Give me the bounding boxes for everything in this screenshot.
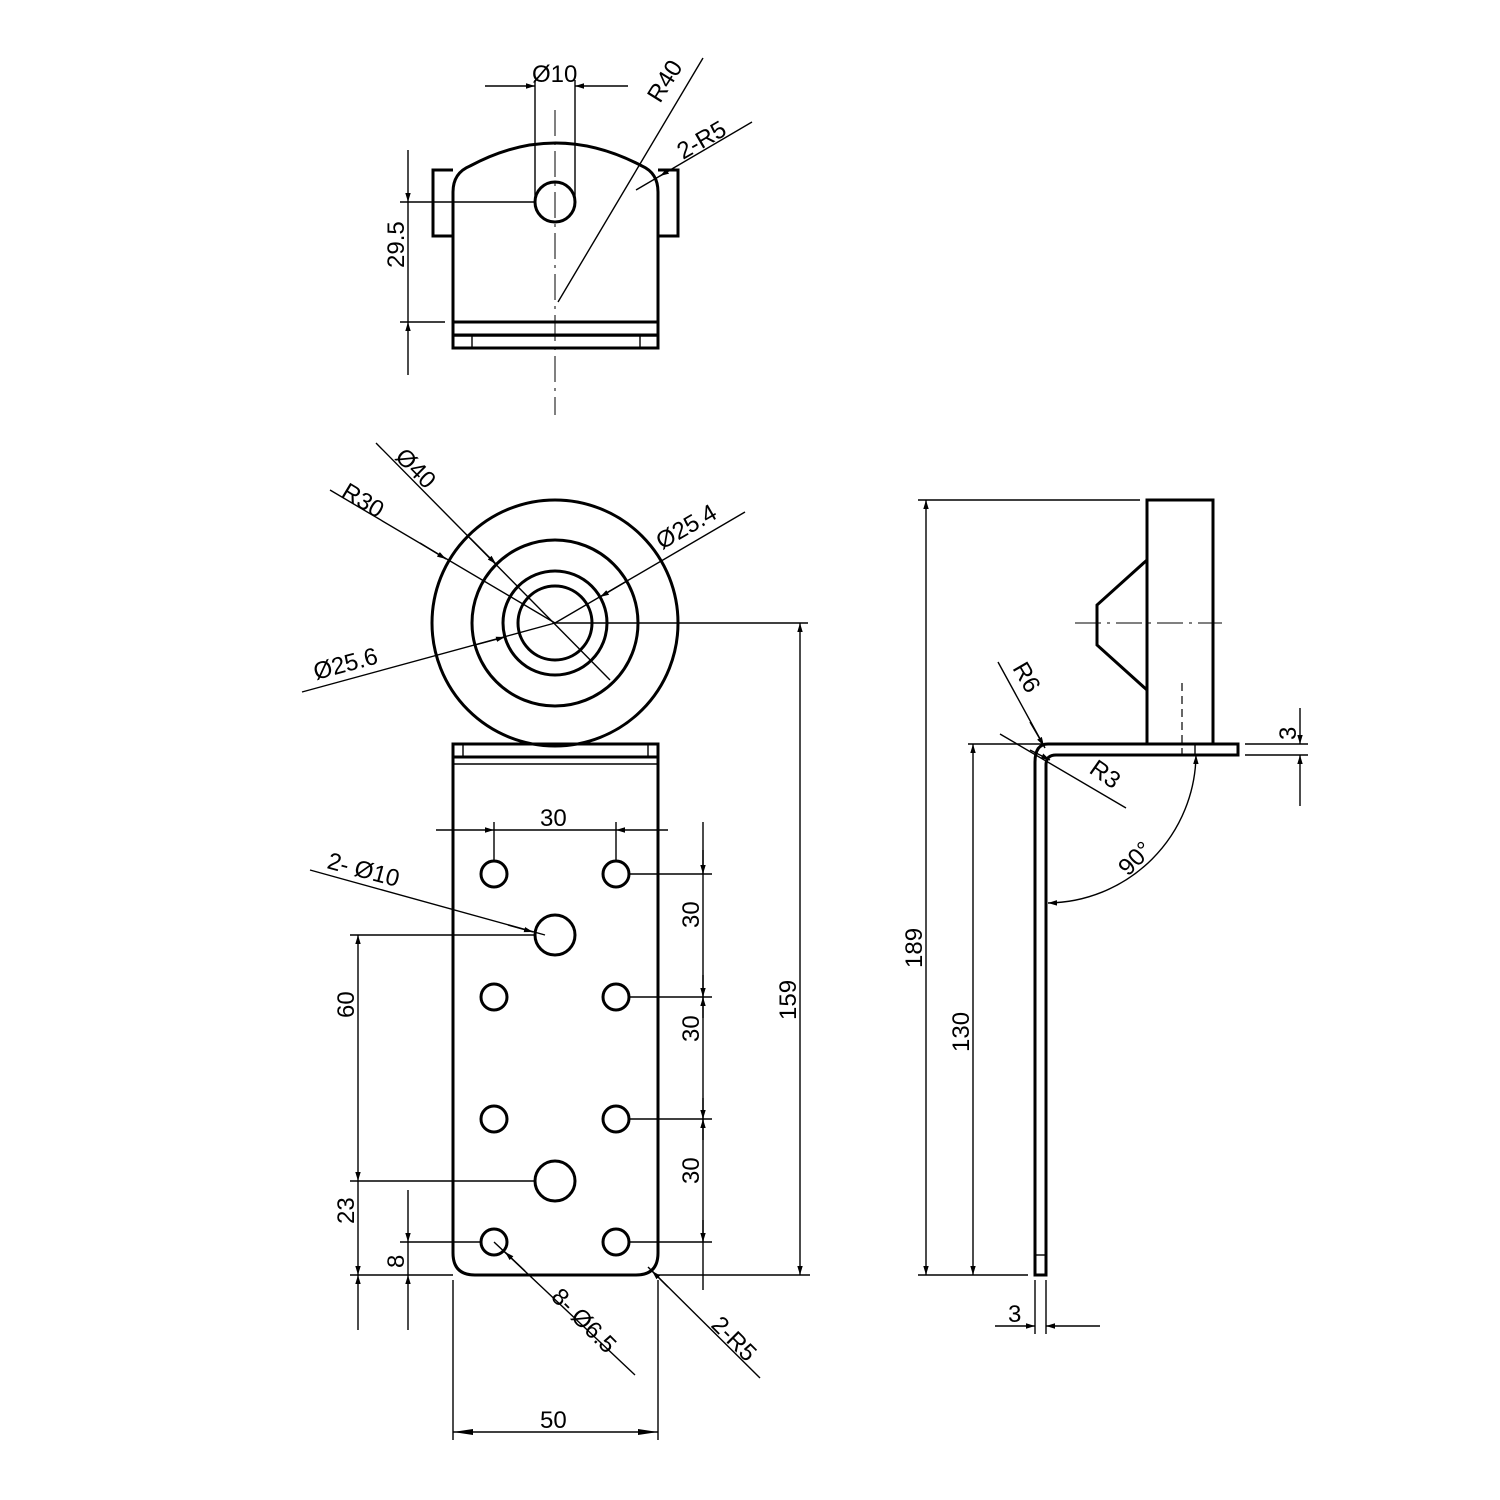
dim-hole-pitch-2: 30 [678,1015,705,1042]
top-view: Ø10 R40 2-R5 29.5 [383,56,753,415]
dim-flange-thickness: 3 [1275,727,1302,740]
dim-arc-90 [1047,754,1199,906]
dim-hub-diameter: Ø25.6 [311,643,381,686]
top-view-left-lug [431,168,453,238]
large-hole [533,913,577,957]
dim-plate-height: 130 [948,1012,975,1052]
leader-wheel-d25-6-arrow [474,636,506,646]
small-hole [479,859,509,889]
leader-bottom-r5-arrow [651,1270,669,1288]
leader-small-holes-arrow [504,1251,526,1272]
dim-top-corner-radius: 2-R5 [673,116,732,165]
dim-plate-thickness: 3 [1008,1301,1021,1328]
leader-r3-arrow [1029,749,1051,761]
small-holes [479,859,631,1257]
dim-bottom-corner-radius: 2-R5 [706,1311,762,1367]
leader-wheel-d25-6 [301,622,556,693]
side-wheel-body [1145,498,1215,746]
small-hole [479,982,509,1012]
leader-top-r5 [635,121,753,191]
dim-overall-height: 189 [901,928,928,968]
small-hole [601,1227,631,1257]
leader-wheel-r30-arrow [419,542,447,560]
small-hole [601,1104,631,1134]
plate-outline [451,755,660,1277]
dim-bend-inner-radius: R3 [1085,755,1126,795]
dim-large-holes: 2- Ø10 [324,848,402,893]
dim-large-hole-spacing: 60 [333,991,360,1018]
side-view: 189 130 R6 R3 90° 3 3 [901,498,1308,1334]
dim-top-height: 29.5 [383,221,410,268]
dim-hole-pitch-3: 30 [678,1157,705,1184]
small-hole [601,982,631,1012]
front-view: Ø40 R30 Ø25.4 Ø25.6 30 2- Ø10 [301,442,810,1440]
small-hole [601,859,631,889]
dim-plate-width: 50 [540,1407,567,1434]
dim-small-hole-offset: 8 [383,1255,410,1268]
dim-bend-angle: 90° [1113,836,1158,881]
side-bracket [1033,742,1240,1277]
large-hole [533,1159,577,1203]
leader-large-holes-arrow [507,924,534,933]
dim-bend-outer-radius: R6 [1007,658,1046,698]
side-wheel-groove [1095,558,1149,692]
leader-r6-arrow [1029,721,1045,747]
leader-wheel-d25-4-arrow [599,580,628,598]
leader-large-holes [309,869,546,936]
dim-top-outer-radius: R40 [642,56,688,108]
dim-wheel-groove-radius: R30 [337,478,389,524]
dim-small-holes: 8- Ø6.5 [546,1283,622,1359]
leader-top-r5-arrow [659,169,671,177]
small-hole [479,1104,509,1134]
dim-wheel-outer-diameter: Ø40 [390,443,441,494]
top-view-body-outline [451,141,660,337]
leader-wheel-d25-4 [554,511,746,624]
dim-hole-spacing-h: 30 [540,805,567,832]
plate-top-flange [451,742,660,759]
leader-top-r40 [557,57,704,303]
top-view-right-lug [658,168,680,238]
dim-total-height: 159 [775,980,802,1020]
dim-top-hole-diameter: Ø10 [532,61,577,88]
dim-large-hole-offset: 23 [333,1197,360,1224]
dim-hole-pitch-1: 30 [678,901,705,928]
leader-wheel-d40-arrow [469,537,497,565]
